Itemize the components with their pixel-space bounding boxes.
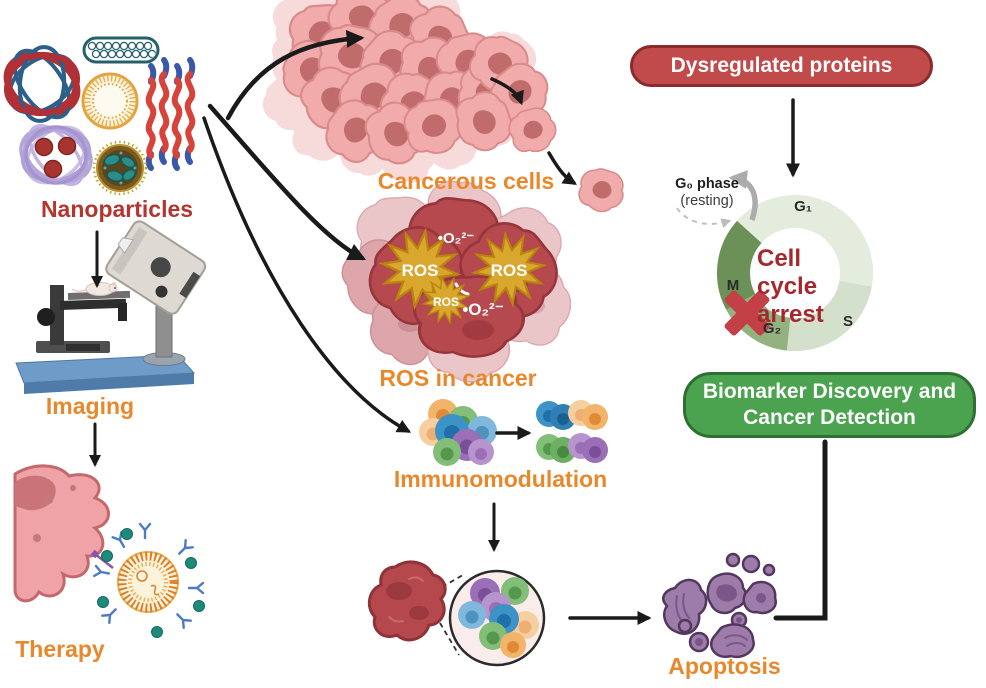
magnified-immune-cells-icon bbox=[448, 569, 546, 667]
g0-phase-line2: (resting) bbox=[680, 193, 734, 209]
nanoparticles-label: Nanoparticles bbox=[40, 196, 194, 222]
viral-nanoparticle-icon bbox=[92, 140, 148, 196]
functionalized-liposome-icon bbox=[90, 522, 205, 638]
apoptosis-label: Apoptosis bbox=[668, 653, 781, 679]
ros-cells-icon bbox=[329, 165, 582, 392]
arrow-nanoparticles-to-cancer-cells bbox=[225, 29, 365, 121]
arrow-cell1-to-cell2 bbox=[547, 151, 577, 185]
biomarker-text-line2: Cancer Detection bbox=[743, 406, 916, 429]
liposome-icon bbox=[81, 72, 139, 130]
phase-s-label: S bbox=[842, 313, 853, 330]
therapy-cell-icon bbox=[13, 464, 110, 603]
arrow-nanoparticles-to-ros bbox=[207, 103, 367, 261]
immune-cell-cluster-icon bbox=[419, 399, 497, 466]
apoptotic-bodies-icon bbox=[662, 552, 778, 659]
g0-phase-label: G₀ phase (resting) bbox=[668, 176, 746, 210]
superoxide-text-bottom: •O₂²⁻ bbox=[462, 300, 504, 319]
ros-burst-text-left: ROS bbox=[401, 261, 439, 280]
cell-cycle-arrest-title: Cell cycle arrest bbox=[757, 245, 867, 329]
micelle-drug-icon bbox=[19, 124, 93, 186]
superoxide-text-top: •O₂²⁻ bbox=[437, 230, 475, 247]
g0-exit-arrow-icon bbox=[676, 170, 758, 228]
phase-g2-label: G₂ bbox=[762, 320, 782, 337]
in-vivo-imaging-scanner-icon bbox=[15, 220, 207, 394]
phase-g1-label: G₁ bbox=[794, 198, 812, 215]
cell-cycle-block-x-icon bbox=[724, 290, 770, 336]
cancerous-cells-label: Cancerous cells bbox=[377, 168, 555, 194]
metastatic-cell-icon bbox=[505, 104, 631, 219]
ros-burst-text-small: ROS bbox=[432, 295, 459, 309]
dysregulated-proteins-pill: Dysregulated proteins bbox=[630, 45, 933, 87]
cell-cycle-ring-icon bbox=[676, 170, 874, 352]
arrest-line2: arrest bbox=[757, 301, 824, 328]
therapy-illustration bbox=[13, 464, 205, 638]
arrest-line1: Cell cycle bbox=[757, 245, 818, 300]
sorted-immune-cells-icon bbox=[536, 400, 608, 463]
nanoparticles-illustration bbox=[3, 36, 196, 196]
tumor-cell-cluster-icon bbox=[252, 0, 560, 191]
arrow-cluster-to-cell1 bbox=[490, 77, 524, 106]
biomarker-text-line1: Biomarker Discovery and bbox=[702, 379, 957, 403]
arrow-nanoparticles-to-immunomodulation bbox=[202, 116, 412, 433]
biomarker-pill: Biomarker Discovery and Cancer Detection bbox=[683, 372, 976, 438]
ros-in-cancer-label: ROS in cancer bbox=[379, 365, 537, 391]
tumor-with-magnified-immune-cells bbox=[367, 560, 546, 667]
connector-biomarker-to-apoptosis bbox=[773, 439, 828, 621]
flow-arrows bbox=[89, 29, 828, 625]
therapy-label: Therapy bbox=[15, 636, 105, 662]
polymer-chains-icon bbox=[145, 57, 196, 171]
g0-phase-line1: G₀ phase bbox=[675, 176, 739, 192]
polymer-nanoparticle-icon bbox=[3, 45, 81, 123]
tumor-icon bbox=[367, 560, 447, 642]
ros-burst-text-right: ROS bbox=[490, 261, 528, 280]
phase-m-label: M bbox=[726, 277, 740, 294]
immunomodulation-label: Immunomodulation bbox=[393, 466, 608, 492]
imaging-label: Imaging bbox=[45, 393, 135, 419]
dysregulated-proteins-text: Dysregulated proteins bbox=[670, 54, 893, 77]
carbon-nanotube-icon bbox=[82, 36, 160, 64]
